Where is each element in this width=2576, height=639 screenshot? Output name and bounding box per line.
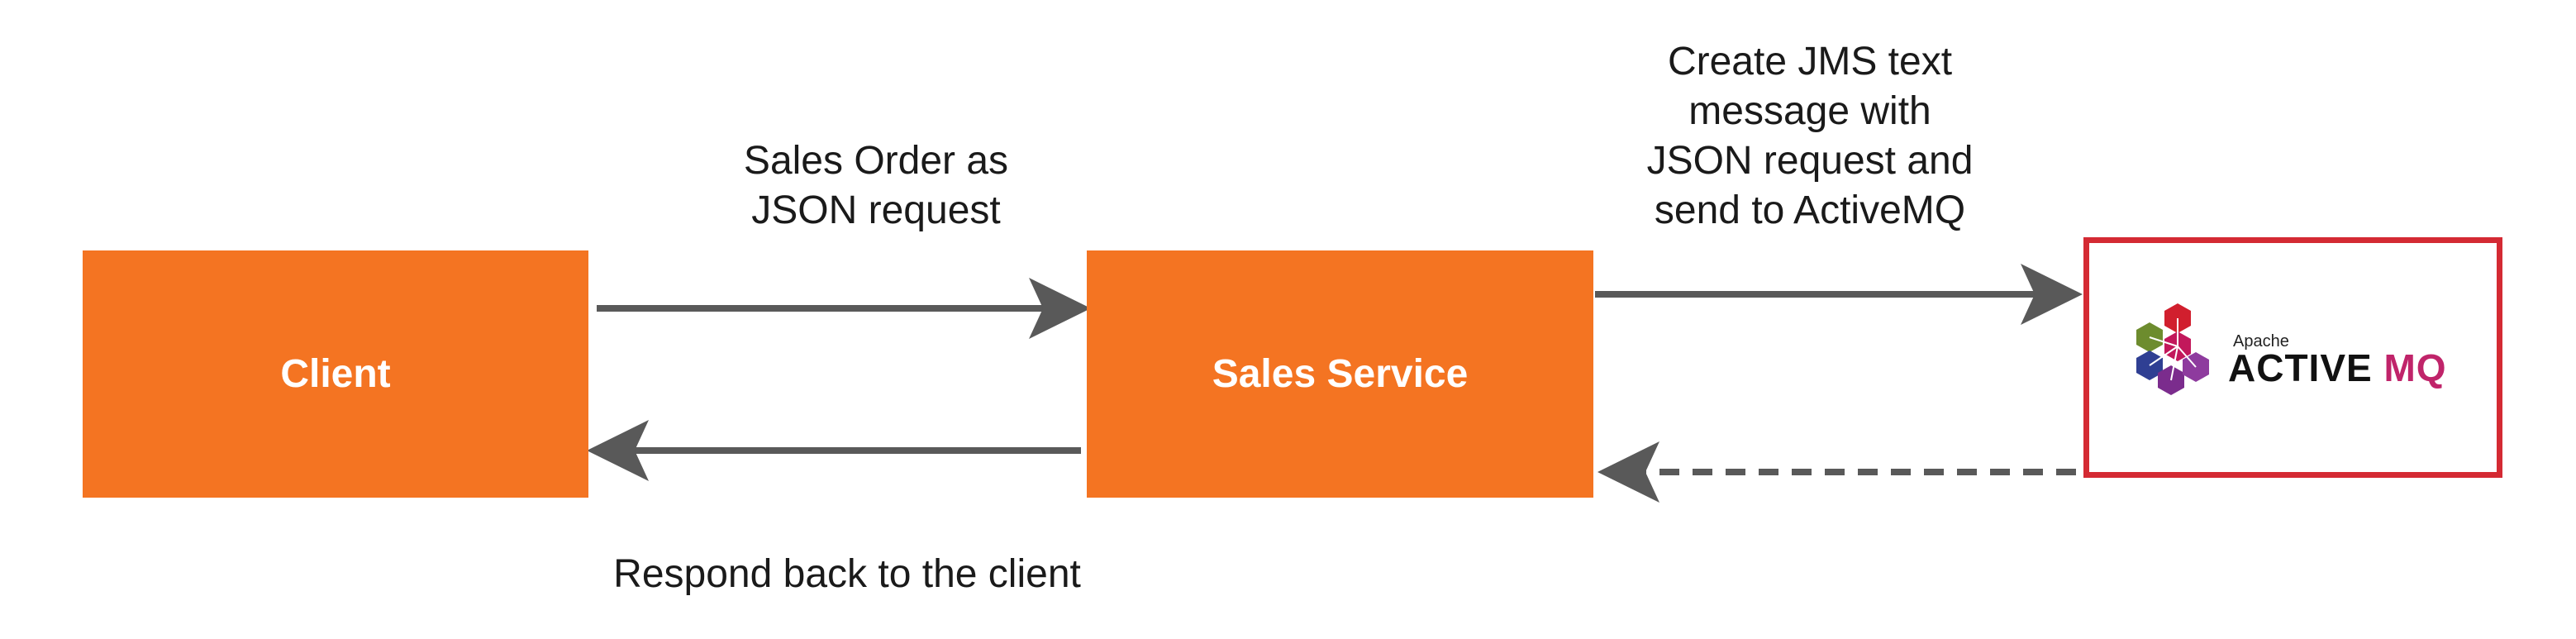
arrow-sales-to-activemq	[1595, 264, 2083, 325]
activemq-mq-text: MQ	[2383, 346, 2447, 389]
sales-service-label: Sales Service	[1212, 352, 1469, 396]
activemq-logo-icon	[2136, 303, 2209, 395]
client-label: Client	[280, 352, 391, 396]
respond-edge-label: Respond back to the client	[613, 552, 1081, 596]
activemq-wordmark: ACTIVE MQ	[2228, 346, 2447, 390]
arrow-activemq-to-sales-dashed	[1598, 441, 2076, 503]
activemq-apache-text: Apache	[2233, 332, 2289, 350]
sales-service-node: Sales Service	[1087, 250, 1593, 498]
arrow-sales-to-client	[587, 420, 1081, 481]
client-node: Client	[83, 250, 588, 498]
activemq-active-text: ACTIVE	[2228, 346, 2373, 389]
arrow-client-to-sales	[597, 278, 1091, 339]
activemq-node: Apache ACTIVE MQ	[2083, 237, 2502, 478]
sales-order-edge-label: Sales Order as JSON request	[743, 139, 1009, 232]
create-jms-edge-label: Create JMS text message with JSON reques…	[1646, 40, 1974, 232]
